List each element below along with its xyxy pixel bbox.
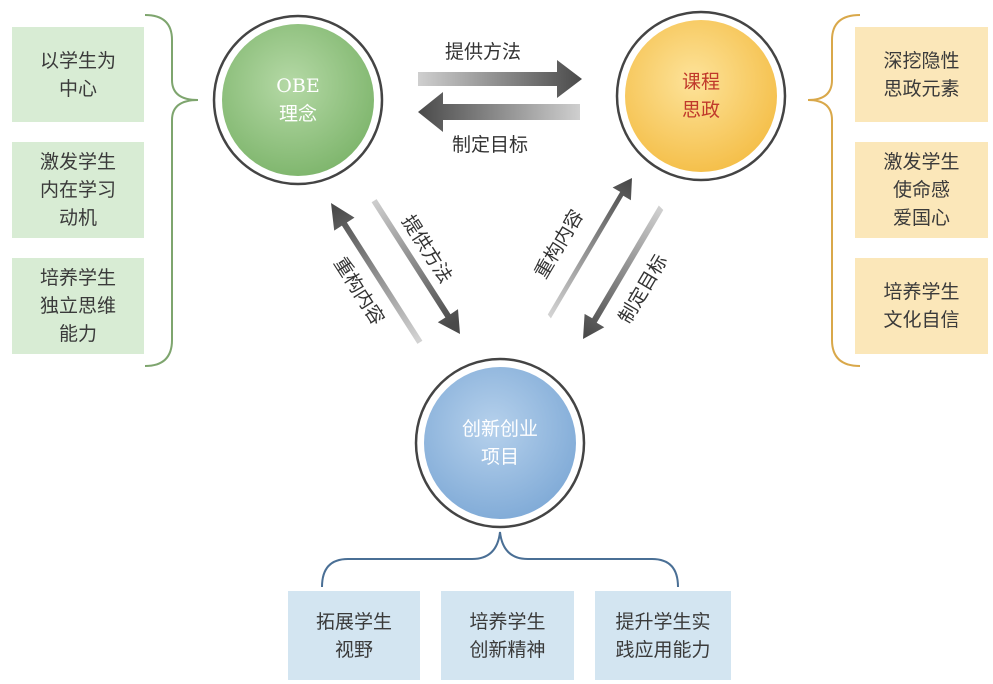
left-brace: [144, 14, 199, 367]
right-box-1: 深挖隐性 思政元素: [855, 27, 988, 122]
arrow-innovation-to-obe: [331, 203, 423, 344]
ideology-circle-label: 课程 思政: [681, 71, 720, 121]
obe-circle-label: OBE 理念: [276, 75, 320, 125]
obe-circle: [212, 14, 384, 186]
ideology-circle: [615, 10, 787, 182]
bottom-box-1: 拓展学生 视野: [288, 591, 420, 680]
right-brace: [807, 14, 861, 367]
innovation-circle: [414, 357, 586, 529]
bottom-box-2: 培养学生 创新精神: [441, 591, 574, 680]
arrow-ideology-to-innovation: [583, 205, 664, 339]
right-box-2: 激发学生 使命感 爱国心: [855, 142, 988, 238]
arrow-ideology-to-obe: [418, 92, 580, 132]
left-box-1: 以学生为 中心: [12, 27, 144, 122]
arrow-label-top-lower: 制定目标: [452, 134, 529, 156]
arrow-innovation-to-ideology: [547, 178, 632, 319]
innovation-circle-label: 创新创业 项目: [461, 418, 538, 468]
arrow-obe-to-ideology: [418, 60, 582, 98]
arrow-label-top-upper: 提供方法: [445, 41, 522, 63]
bottom-box-3: 提升学生实 践应用能力: [595, 591, 731, 680]
bottom-brace: [321, 531, 679, 588]
left-box-3: 培养学生 独立思维 能力: [12, 258, 144, 354]
right-box-3: 培养学生 文化自信: [855, 258, 988, 354]
arrow-obe-to-innovation: [371, 199, 460, 334]
left-box-2: 激发学生 内在学习 动机: [12, 142, 144, 238]
